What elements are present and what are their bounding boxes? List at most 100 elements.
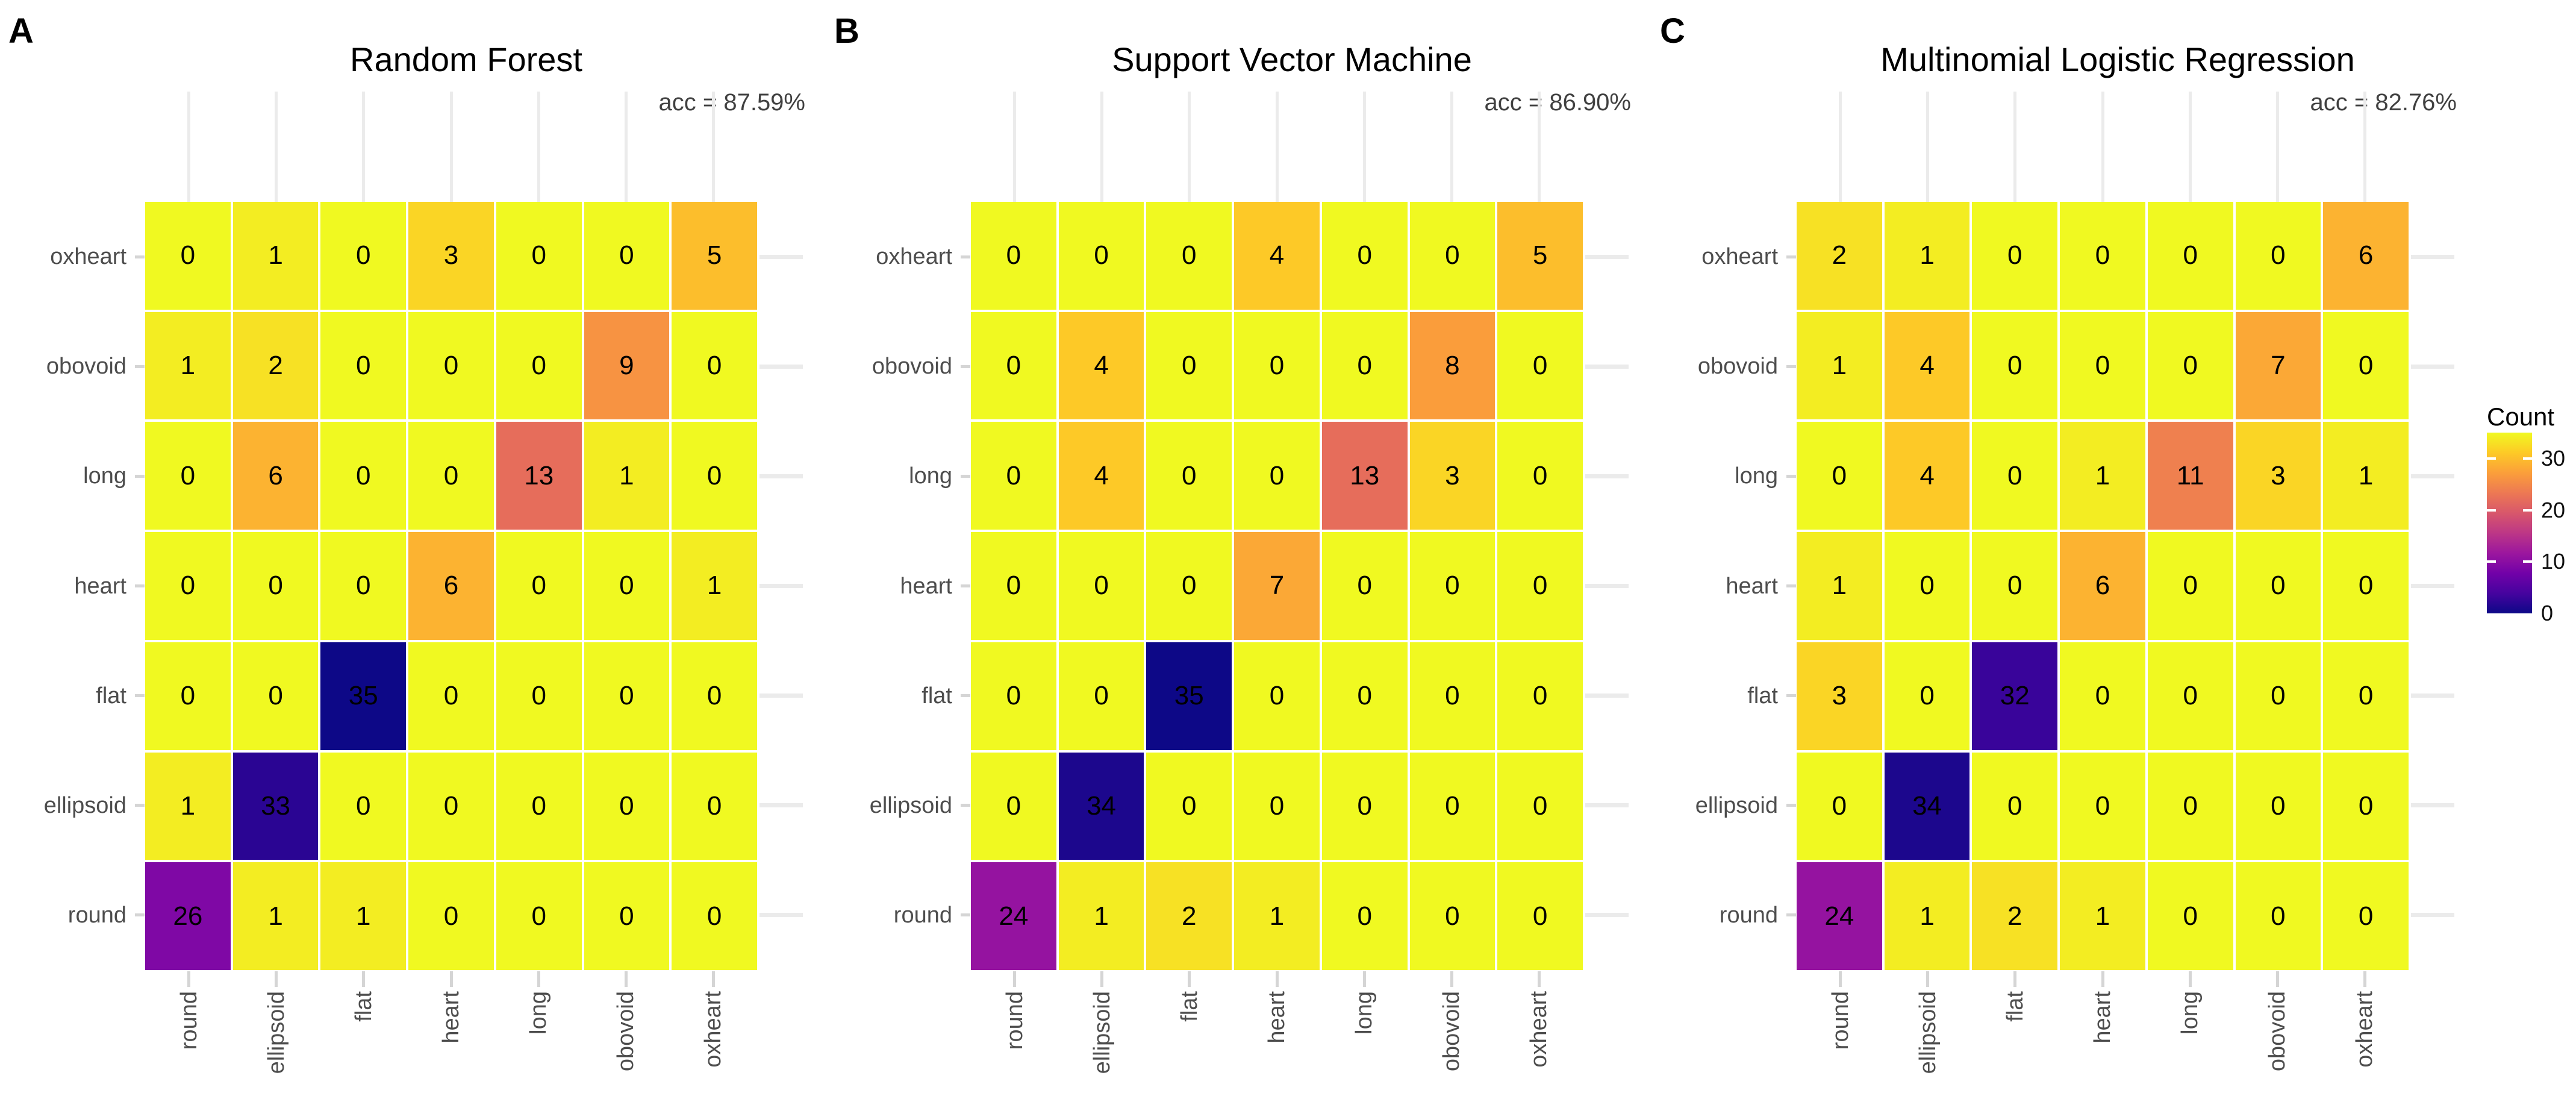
gridline-vertical xyxy=(711,92,715,202)
matrix-cell: 11 xyxy=(2147,422,2233,530)
matrix-cell: 0 xyxy=(1058,642,1144,750)
x-axis-label: round xyxy=(1002,991,1028,1050)
matrix-cell: 0 xyxy=(2147,752,2233,860)
gridline-horizontal xyxy=(1585,474,1629,478)
gridline-horizontal xyxy=(2411,474,2454,478)
y-axis-label: heart xyxy=(74,573,126,599)
x-axis-tick xyxy=(1100,971,1104,987)
matrix-cell: 1 xyxy=(145,312,231,420)
matrix-cell: 13 xyxy=(1321,422,1408,530)
matrix-cell: 0 xyxy=(2147,642,2233,750)
y-axis-label: oxheart xyxy=(50,244,126,270)
x-axis-tick xyxy=(537,971,540,987)
matrix-cell: 0 xyxy=(145,422,231,530)
matrix-cell: 8 xyxy=(1409,312,1495,420)
panel-letter-c: C xyxy=(1660,11,1685,51)
matrix-cell: 6 xyxy=(2060,532,2145,640)
gridline-horizontal xyxy=(1585,584,1629,588)
matrix-cell: 0 xyxy=(320,312,407,420)
matrix-cell: 0 xyxy=(1497,312,1583,420)
y-axis-label: obovoid xyxy=(872,354,952,380)
gridline-horizontal xyxy=(2411,803,2454,808)
legend-tick-mark xyxy=(2523,509,2532,512)
matrix-cell: 0 xyxy=(145,532,231,640)
matrix-cell: 24 xyxy=(1797,862,1882,970)
x-axis-label: long xyxy=(2177,991,2203,1035)
matrix-cell: 0 xyxy=(232,642,319,750)
y-axis-label: obovoid xyxy=(46,354,126,380)
matrix-cell: 0 xyxy=(584,642,670,750)
x-axis-label: oxheart xyxy=(1526,991,1552,1068)
gridline-vertical xyxy=(2013,92,2017,202)
gridline-horizontal xyxy=(1585,364,1629,369)
matrix-cell: 4 xyxy=(1058,312,1144,420)
y-axis-label: round xyxy=(893,902,952,928)
gridline-vertical xyxy=(1362,92,1366,202)
matrix-cell: 0 xyxy=(2235,862,2321,970)
x-axis-tick xyxy=(2188,971,2192,987)
y-axis-tick xyxy=(1786,694,1796,698)
matrix-cell: 1 xyxy=(2060,422,2145,530)
matrix-cell: 0 xyxy=(496,752,582,860)
x-axis-tick xyxy=(187,971,191,987)
y-axis-label: oxheart xyxy=(1701,244,1778,270)
gridline-vertical xyxy=(1450,92,1453,202)
y-axis-label: heart xyxy=(1726,573,1778,599)
y-axis-label: ellipsoid xyxy=(43,792,126,818)
y-axis-tick xyxy=(961,584,970,587)
matrix-cell: 1 xyxy=(232,862,319,970)
gridline-horizontal xyxy=(759,803,803,808)
matrix-cell: 1 xyxy=(1234,862,1320,970)
y-axis-label: flat xyxy=(1747,683,1778,709)
matrix-cell: 0 xyxy=(408,642,494,750)
matrix-cell: 0 xyxy=(496,642,582,750)
matrix-cell: 0 xyxy=(1409,862,1495,970)
matrix-cell: 0 xyxy=(2235,752,2321,860)
gridline-horizontal xyxy=(1585,913,1629,918)
matrix-cell: 0 xyxy=(1234,642,1320,750)
panel-letter-a: A xyxy=(8,11,34,51)
matrix-cell: 0 xyxy=(2060,312,2145,420)
accuracy-label: acc = 86.90% xyxy=(1484,89,1632,116)
x-axis-tick xyxy=(2013,971,2017,987)
matrix-cell: 4 xyxy=(1884,422,1970,530)
matrix-cell: 0 xyxy=(971,532,1056,640)
matrix-cell: 5 xyxy=(1497,202,1583,310)
x-axis-tick xyxy=(1450,971,1453,987)
matrix-cell: 0 xyxy=(971,752,1056,860)
panel-title-random-forest: Random Forest xyxy=(350,40,582,78)
matrix-cell: 0 xyxy=(320,422,407,530)
matrix-cell: 0 xyxy=(320,202,407,310)
y-axis-label: ellipsoid xyxy=(869,792,952,818)
x-axis-tick xyxy=(1013,971,1017,987)
matrix-cell: 0 xyxy=(1321,642,1408,750)
x-axis-tick xyxy=(1926,971,1930,987)
legend-colorbar xyxy=(2487,433,2532,613)
accuracy-label: acc = 82.76% xyxy=(2310,89,2457,116)
y-axis-tick xyxy=(135,804,145,807)
matrix-cell: 0 xyxy=(584,202,670,310)
gridline-vertical xyxy=(1537,92,1541,202)
matrix-cell: 0 xyxy=(320,532,407,640)
y-axis-label: round xyxy=(67,902,126,928)
x-axis-label: oxheart xyxy=(2352,991,2378,1068)
x-axis-tick xyxy=(711,971,715,987)
gridline-vertical xyxy=(2363,92,2366,202)
matrix-cell: 1 xyxy=(145,752,231,860)
matrix-cell: 0 xyxy=(2147,532,2233,640)
matrix-cell: 0 xyxy=(672,312,757,420)
x-axis-tick xyxy=(2363,971,2366,987)
y-axis-label: long xyxy=(909,463,952,489)
y-axis-tick xyxy=(1786,255,1796,258)
gridline-horizontal xyxy=(759,364,803,369)
matrix-cell: 1 xyxy=(2060,862,2145,970)
y-axis-tick xyxy=(961,694,970,698)
matrix-cell: 4 xyxy=(1234,202,1320,310)
matrix-cell: 34 xyxy=(1058,752,1144,860)
matrix-cell: 33 xyxy=(232,752,319,860)
matrix-cell: 0 xyxy=(2060,752,2145,860)
matrix-cell: 0 xyxy=(1321,312,1408,420)
